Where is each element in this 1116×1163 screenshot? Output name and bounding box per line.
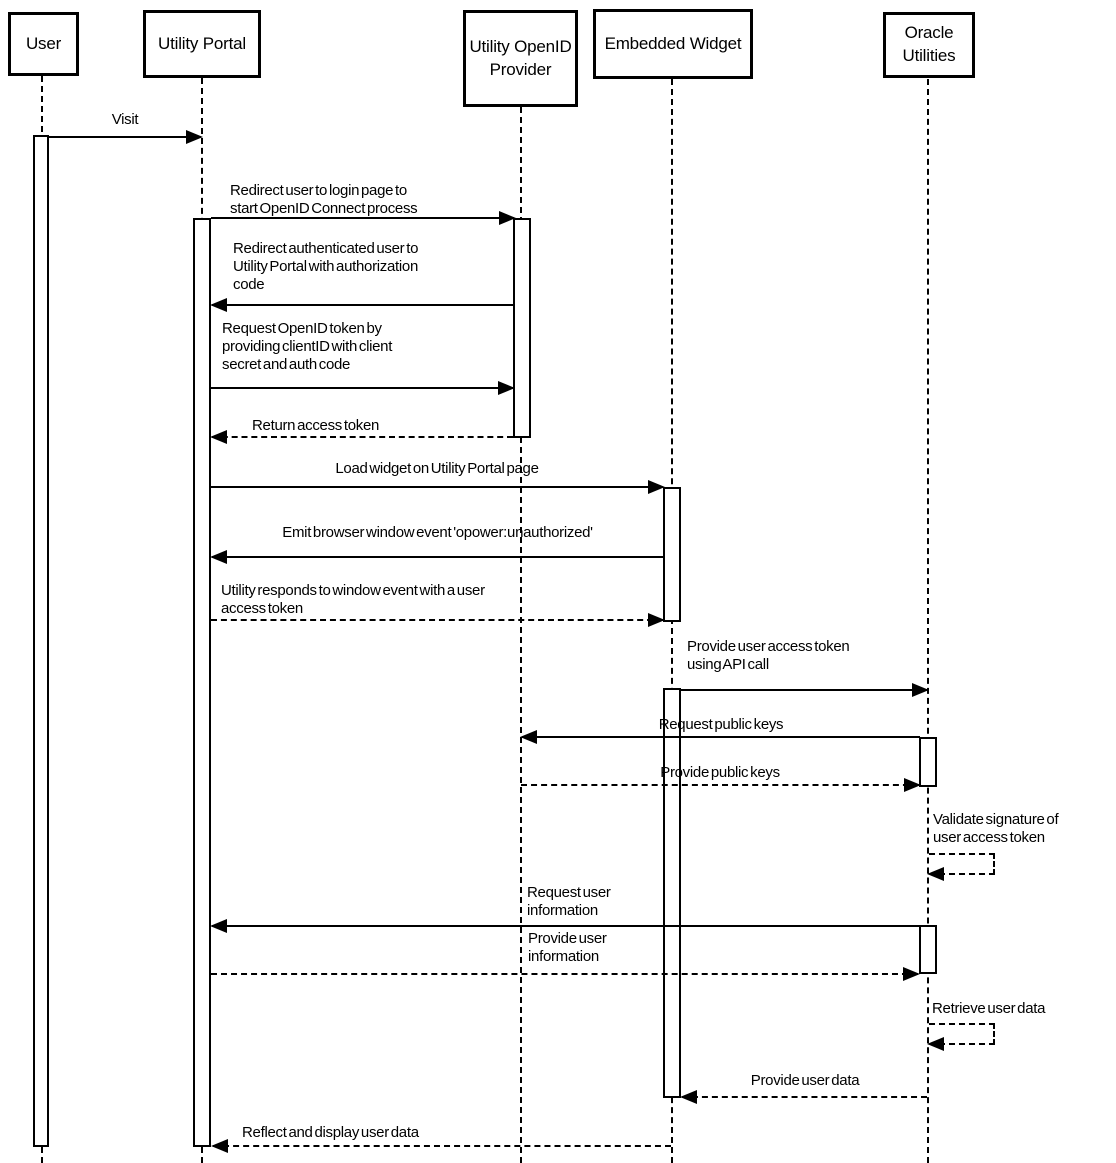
message-label: Request OpenID token by providing client… (222, 320, 393, 373)
arrowhead-right-icon (904, 778, 921, 792)
actor-box-embedded-widget: Embedded Widget (593, 9, 753, 79)
message-label: Provide public keys (660, 764, 780, 781)
activation-utility-portal (193, 218, 211, 1147)
message-provide-user-data (680, 1090, 927, 1104)
message-retrieve-user-data (927, 1023, 995, 1051)
message-label: Emit browser window event 'opower:unauth… (282, 524, 593, 541)
message-label: Reflect and display user data (242, 1124, 419, 1141)
activation-embedded-widget-1 (663, 487, 681, 622)
arrowhead-right-icon (912, 683, 929, 697)
actor-label: Utility Portal (158, 33, 246, 53)
message-reflect-display-user-data (211, 1139, 671, 1153)
message-label: Validate signature of user access token (933, 811, 1059, 846)
actor-label: Embedded Widget (604, 33, 742, 53)
message-label: Load widget on Utility Portal page (335, 460, 539, 477)
message-provide-user-info (211, 967, 920, 981)
lifeline-openid-provider (520, 107, 522, 1163)
message-label: Visit (111, 111, 139, 128)
message-validate-signature (927, 853, 995, 881)
message-label: Redirect authenticated user to Utility P… (233, 240, 419, 293)
arrowhead-right-icon (903, 967, 920, 981)
arrowhead-left-icon (520, 730, 537, 744)
arrowhead-right-icon (186, 130, 203, 144)
actor-label: Oracle Utilities (902, 23, 956, 65)
message-label: Request public keys (658, 716, 784, 733)
message-request-openid-token (211, 381, 515, 395)
activation-openid-provider (513, 218, 531, 438)
activation-embedded-widget-2 (663, 688, 681, 1098)
actor-box-user: User (8, 12, 79, 76)
message-request-user-info (210, 919, 919, 933)
message-visit (49, 130, 203, 144)
arrowhead-right-icon (499, 211, 516, 225)
arrowhead-left-icon (210, 298, 227, 312)
activation-user (33, 135, 49, 1147)
message-label: Utility responds to window event with a … (221, 582, 485, 617)
message-label: Provide user information (528, 930, 607, 965)
message-provide-public-keys (521, 778, 921, 792)
arrowhead-left-icon (680, 1090, 697, 1104)
actor-label: Utility OpenID Provider (469, 36, 572, 79)
activation-oracle-1 (919, 737, 937, 787)
arrowhead-right-icon (648, 613, 665, 627)
lifeline-oracle-utilities (927, 79, 929, 1163)
arrowhead-left-icon (927, 867, 944, 881)
arrowhead-right-icon (648, 480, 665, 494)
message-utility-responds-token (211, 613, 665, 627)
activation-oracle-2 (919, 925, 937, 974)
message-provide-access-token (681, 683, 929, 697)
message-load-widget (211, 480, 665, 494)
arrowhead-right-icon (498, 381, 515, 395)
message-label: Return access token (252, 417, 380, 434)
message-label: Retrieve user data (932, 1000, 1046, 1017)
message-return-access-token (210, 430, 513, 444)
message-label: Provide user data (750, 1072, 860, 1089)
message-label: Redirect user to login page to start Ope… (230, 182, 418, 217)
arrowhead-left-icon (210, 550, 227, 564)
message-emit-window-event (210, 550, 663, 564)
message-label: Provide user access token using API call (687, 638, 850, 673)
arrowhead-left-icon (210, 919, 227, 933)
message-request-public-keys (520, 730, 920, 744)
arrowhead-left-icon (211, 1139, 228, 1153)
actor-box-utility-openid-provider: Utility OpenID Provider (463, 10, 578, 107)
message-redirect-login (211, 211, 516, 225)
message-label: Request user information (527, 884, 611, 919)
actor-box-utility-portal: Utility Portal (143, 10, 261, 78)
actor-label: User (25, 33, 62, 53)
arrowhead-left-icon (210, 430, 227, 444)
arrowhead-left-icon (927, 1037, 944, 1051)
message-redirect-auth-user (210, 298, 513, 312)
actor-box-oracle-utilities: Oracle Utilities (883, 12, 975, 78)
